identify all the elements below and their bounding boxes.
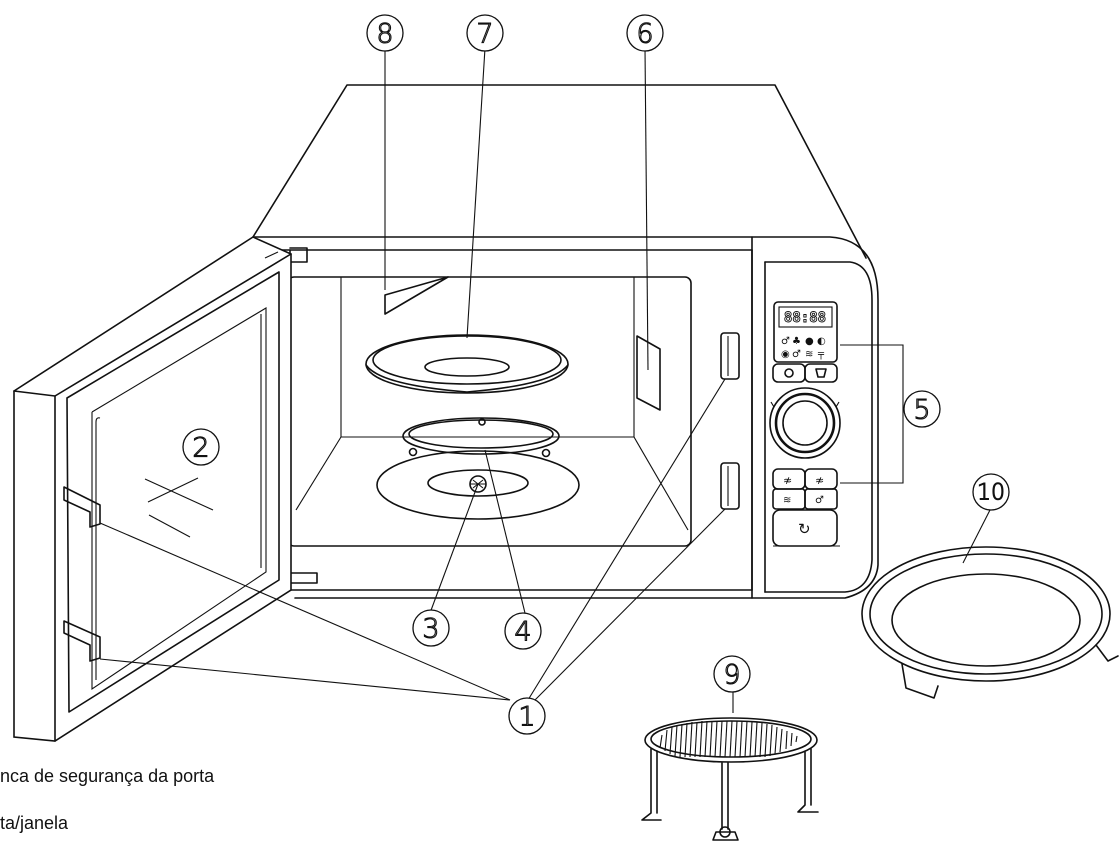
glass-turntable <box>365 334 569 394</box>
control-panel: 88:88 ♂ ♣ ● ◐ ◉ ♂ ≋ ╤ ≉ ≉ ≋ ♂ <box>751 236 873 599</box>
clock-button[interactable] <box>772 363 806 383</box>
legend-item-1: nca de segurança da porta <box>0 766 215 786</box>
control-dial[interactable] <box>769 387 841 459</box>
grill-rack <box>641 717 819 841</box>
callout-5: 5 <box>903 390 941 428</box>
svg-text:♂: ♂ <box>792 349 801 360</box>
svg-text:↻: ↻ <box>798 520 811 538</box>
oven-cavity <box>287 276 740 547</box>
svg-text:1: 1 <box>518 702 535 733</box>
function-button-4[interactable] <box>804 488 838 510</box>
svg-text:≋: ≋ <box>783 495 791 506</box>
crisp-plate <box>861 546 1119 699</box>
svg-text:♣: ♣ <box>792 336 801 347</box>
svg-text:2: 2 <box>192 433 209 464</box>
callout-10: 10 <box>972 473 1010 511</box>
svg-text:7: 7 <box>476 19 493 50</box>
door-latch-holes <box>720 332 740 510</box>
callout-3: 3 <box>412 609 450 647</box>
svg-text:5: 5 <box>913 395 930 426</box>
leader-lines <box>99 47 991 713</box>
callout-8: 8 <box>366 14 404 52</box>
svg-text:9: 9 <box>723 660 740 691</box>
callout-6: 6 <box>626 14 664 52</box>
callout-1: 1 <box>508 697 546 735</box>
svg-text:◐: ◐ <box>817 336 826 347</box>
svg-text:10: 10 <box>977 481 1005 506</box>
svg-text:♂: ♂ <box>781 336 790 347</box>
svg-text:3: 3 <box>422 614 439 645</box>
cavity-vent <box>384 276 449 315</box>
svg-text:4: 4 <box>514 617 531 648</box>
display-panel <box>773 301 838 363</box>
svg-text:◉: ◉ <box>781 349 790 360</box>
svg-text:≉: ≉ <box>815 474 824 487</box>
callout-2: 2 <box>182 428 220 466</box>
legend-item-2: ta/janela <box>0 813 69 833</box>
roller-ring <box>402 417 560 458</box>
svg-text:╤: ╤ <box>817 349 825 360</box>
turntable-floor <box>376 450 580 520</box>
svg-text:≋: ≋ <box>805 349 813 360</box>
callout-7: 7 <box>466 14 504 52</box>
cook-button[interactable] <box>804 363 838 383</box>
door <box>13 236 292 742</box>
door-hooks <box>63 486 101 662</box>
callout-4: 4 <box>504 612 542 650</box>
waveguide-cover <box>636 335 661 411</box>
svg-text:♂: ♂ <box>815 495 824 506</box>
svg-text:6: 6 <box>636 19 653 50</box>
svg-text:8: 8 <box>376 19 393 50</box>
callout-9: 9 <box>713 655 751 693</box>
display-digits: 88:88 <box>784 310 826 326</box>
svg-text:●: ● <box>805 336 814 347</box>
svg-text:≉: ≉ <box>783 474 792 487</box>
display-icons: ♂ ♣ ● ◐ ◉ ♂ ≋ ╤ <box>781 336 826 360</box>
